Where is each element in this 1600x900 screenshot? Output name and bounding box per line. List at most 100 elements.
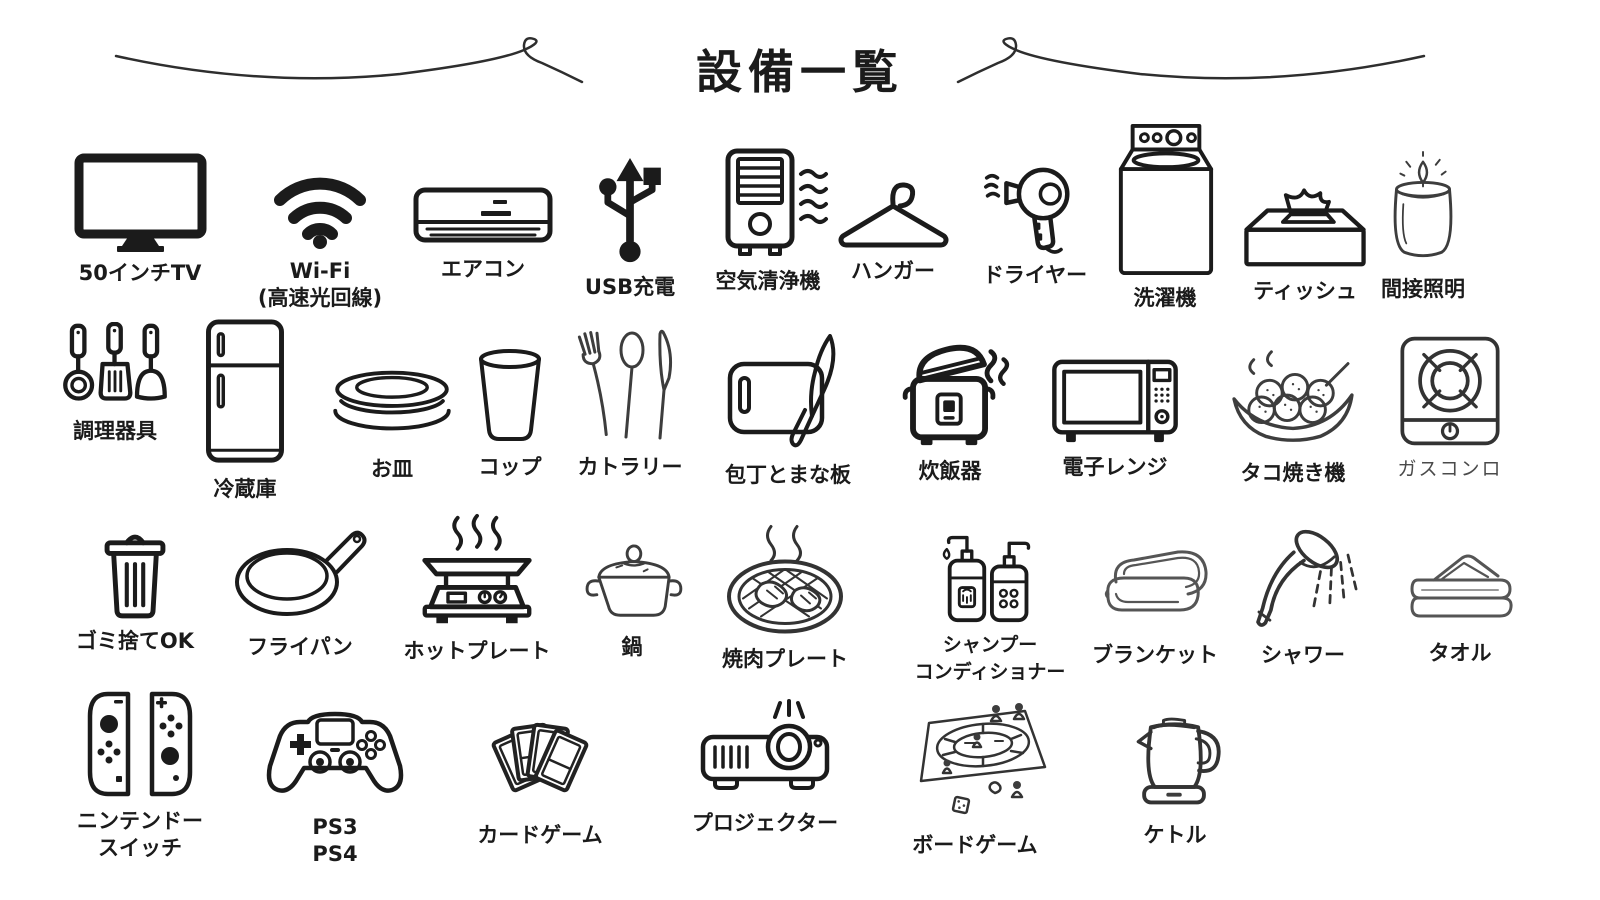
item-air-purifier: 空気清浄機	[683, 148, 853, 295]
item-label: ホットプレート	[403, 639, 551, 663]
item-label: カードゲーム	[477, 823, 603, 847]
item-label: 電子レンジ	[1062, 455, 1168, 479]
item-microwave: 電子レンジ	[1030, 356, 1200, 481]
item-label: ゴミ捨てOK	[75, 629, 195, 653]
game-controller-icon	[264, 702, 406, 806]
item-aircon: エアコン	[398, 186, 568, 283]
item-label: ブランケット	[1092, 643, 1218, 667]
item-label: 空気清浄機	[715, 269, 821, 293]
item-board-game: ボードゲーム	[890, 692, 1060, 859]
microwave-icon	[1049, 356, 1181, 446]
item-tv: 50インチTV	[55, 152, 225, 287]
nintendo-switch-icon	[84, 688, 196, 800]
item-cup: コップ	[425, 348, 595, 481]
item-label: USB充電	[584, 275, 676, 299]
hot-plate-icon	[411, 512, 543, 630]
item-label: 洗濯機	[1133, 286, 1197, 310]
item-label: ニンテンドー	[77, 809, 203, 833]
item-label: ハンガー	[851, 259, 935, 283]
item-tissue: ティッシュ	[1220, 174, 1390, 305]
item-kettle: ケトル	[1090, 706, 1260, 849]
item-hotplate: ホットプレート	[392, 512, 562, 665]
page-title: 設備一覧	[696, 45, 904, 99]
item-dryer: ドライヤー	[950, 160, 1120, 289]
item-fridge: 冷蔵庫	[160, 318, 330, 503]
item-trash-ok: ゴミ捨てOK	[50, 528, 220, 655]
item-knife-board: 包丁とまな板	[703, 334, 873, 489]
tissue-box-icon	[1230, 174, 1380, 270]
item-hanger: ハンガー	[808, 168, 978, 285]
item-label: 炊飯器	[918, 459, 982, 483]
item-label: エアコン	[441, 257, 525, 281]
item-label: ティッシュ	[1253, 279, 1357, 303]
item-label: ケトル	[1143, 823, 1207, 847]
cup-icon	[474, 348, 546, 446]
item-washer: 洗濯機	[1080, 122, 1250, 312]
item-label: Wi-Fi	[289, 259, 351, 283]
right-flourish-line	[956, 37, 1426, 84]
item-label: カトラリー	[577, 455, 683, 479]
item-label: コップ	[478, 455, 542, 479]
left-flourish-line	[114, 37, 584, 84]
washing-machine-icon	[1108, 122, 1223, 277]
item-label: 冷蔵庫	[213, 477, 277, 501]
item-sublabel: スイッチ	[98, 836, 182, 860]
frying-pan-icon	[229, 522, 371, 626]
usb-icon	[580, 158, 680, 266]
rice-cooker-icon	[888, 338, 1013, 450]
item-gas-stove: ガスコンロ	[1365, 334, 1535, 483]
item-frypan: フライパン	[215, 522, 385, 661]
item-label: 50インチTV	[78, 261, 202, 285]
refrigerator-icon	[199, 318, 291, 468]
item-label: 包丁とまな板	[725, 463, 851, 487]
item-pot: 鍋	[547, 542, 717, 661]
item-label: ドライヤー	[982, 263, 1088, 287]
takoyaki-maker-icon	[1227, 342, 1359, 452]
pot-icon	[576, 542, 688, 626]
item-usb: USB充電	[545, 158, 715, 301]
item-shower: シャワー	[1218, 522, 1388, 669]
tv-icon	[73, 152, 208, 252]
item-nintendo-switch: ニンテンドー スイッチ	[55, 688, 225, 862]
item-cutlery: カトラリー	[545, 326, 715, 481]
trash-can-icon	[89, 528, 181, 620]
item-projector: プロジェクター	[680, 698, 850, 837]
board-game-icon	[899, 692, 1051, 824]
hanger-icon	[831, 168, 956, 250]
yakiniku-grill-icon	[719, 522, 851, 638]
item-candle: 間接照明	[1338, 150, 1508, 303]
item-label: ボードゲーム	[912, 833, 1038, 857]
item-rice-cooker: 炊飯器	[865, 338, 1035, 485]
item-playstation: PS3 PS4	[250, 702, 420, 868]
towel-icon	[1404, 542, 1516, 632]
item-label: フライパン	[247, 635, 353, 659]
item-sublabel: コンディショナー	[914, 661, 1066, 683]
item-label: 焼肉プレート	[722, 647, 848, 671]
item-label: 鍋	[621, 635, 643, 659]
item-label: シャンプー	[942, 634, 1038, 656]
item-wifi: Wi-Fi (高速光回線)	[235, 168, 405, 312]
plates-icon	[326, 358, 458, 448]
shampoo-bottles-icon	[934, 528, 1046, 624]
item-label: ガスコンロ	[1397, 458, 1503, 480]
shower-head-icon	[1242, 522, 1364, 634]
item-label: タコ焼き機	[1240, 461, 1346, 485]
playing-cards-icon	[479, 712, 601, 814]
item-label: 間接照明	[1381, 277, 1465, 301]
air-conditioner-icon	[413, 186, 553, 248]
item-sublabel: (高速光回線)	[257, 286, 383, 310]
item-card-games: カードゲーム	[455, 712, 625, 849]
candle-light-icon	[1376, 150, 1471, 268]
kettle-icon	[1119, 706, 1231, 814]
item-label: PS3	[312, 815, 358, 839]
item-takoyaki: タコ焼き機	[1208, 342, 1378, 487]
blanket-icon	[1094, 538, 1216, 634]
item-yakiniku: 焼肉プレート	[700, 522, 870, 673]
cutlery-icon	[575, 326, 685, 446]
item-label: プロジェクター	[691, 811, 839, 835]
item-sublabel: PS4	[312, 842, 358, 866]
hair-dryer-icon	[978, 160, 1093, 254]
item-shampoo: シャンプー コンディショナー	[890, 528, 1090, 686]
item-plates: お皿	[307, 358, 477, 483]
cooking-utensils-icon	[60, 322, 170, 410]
